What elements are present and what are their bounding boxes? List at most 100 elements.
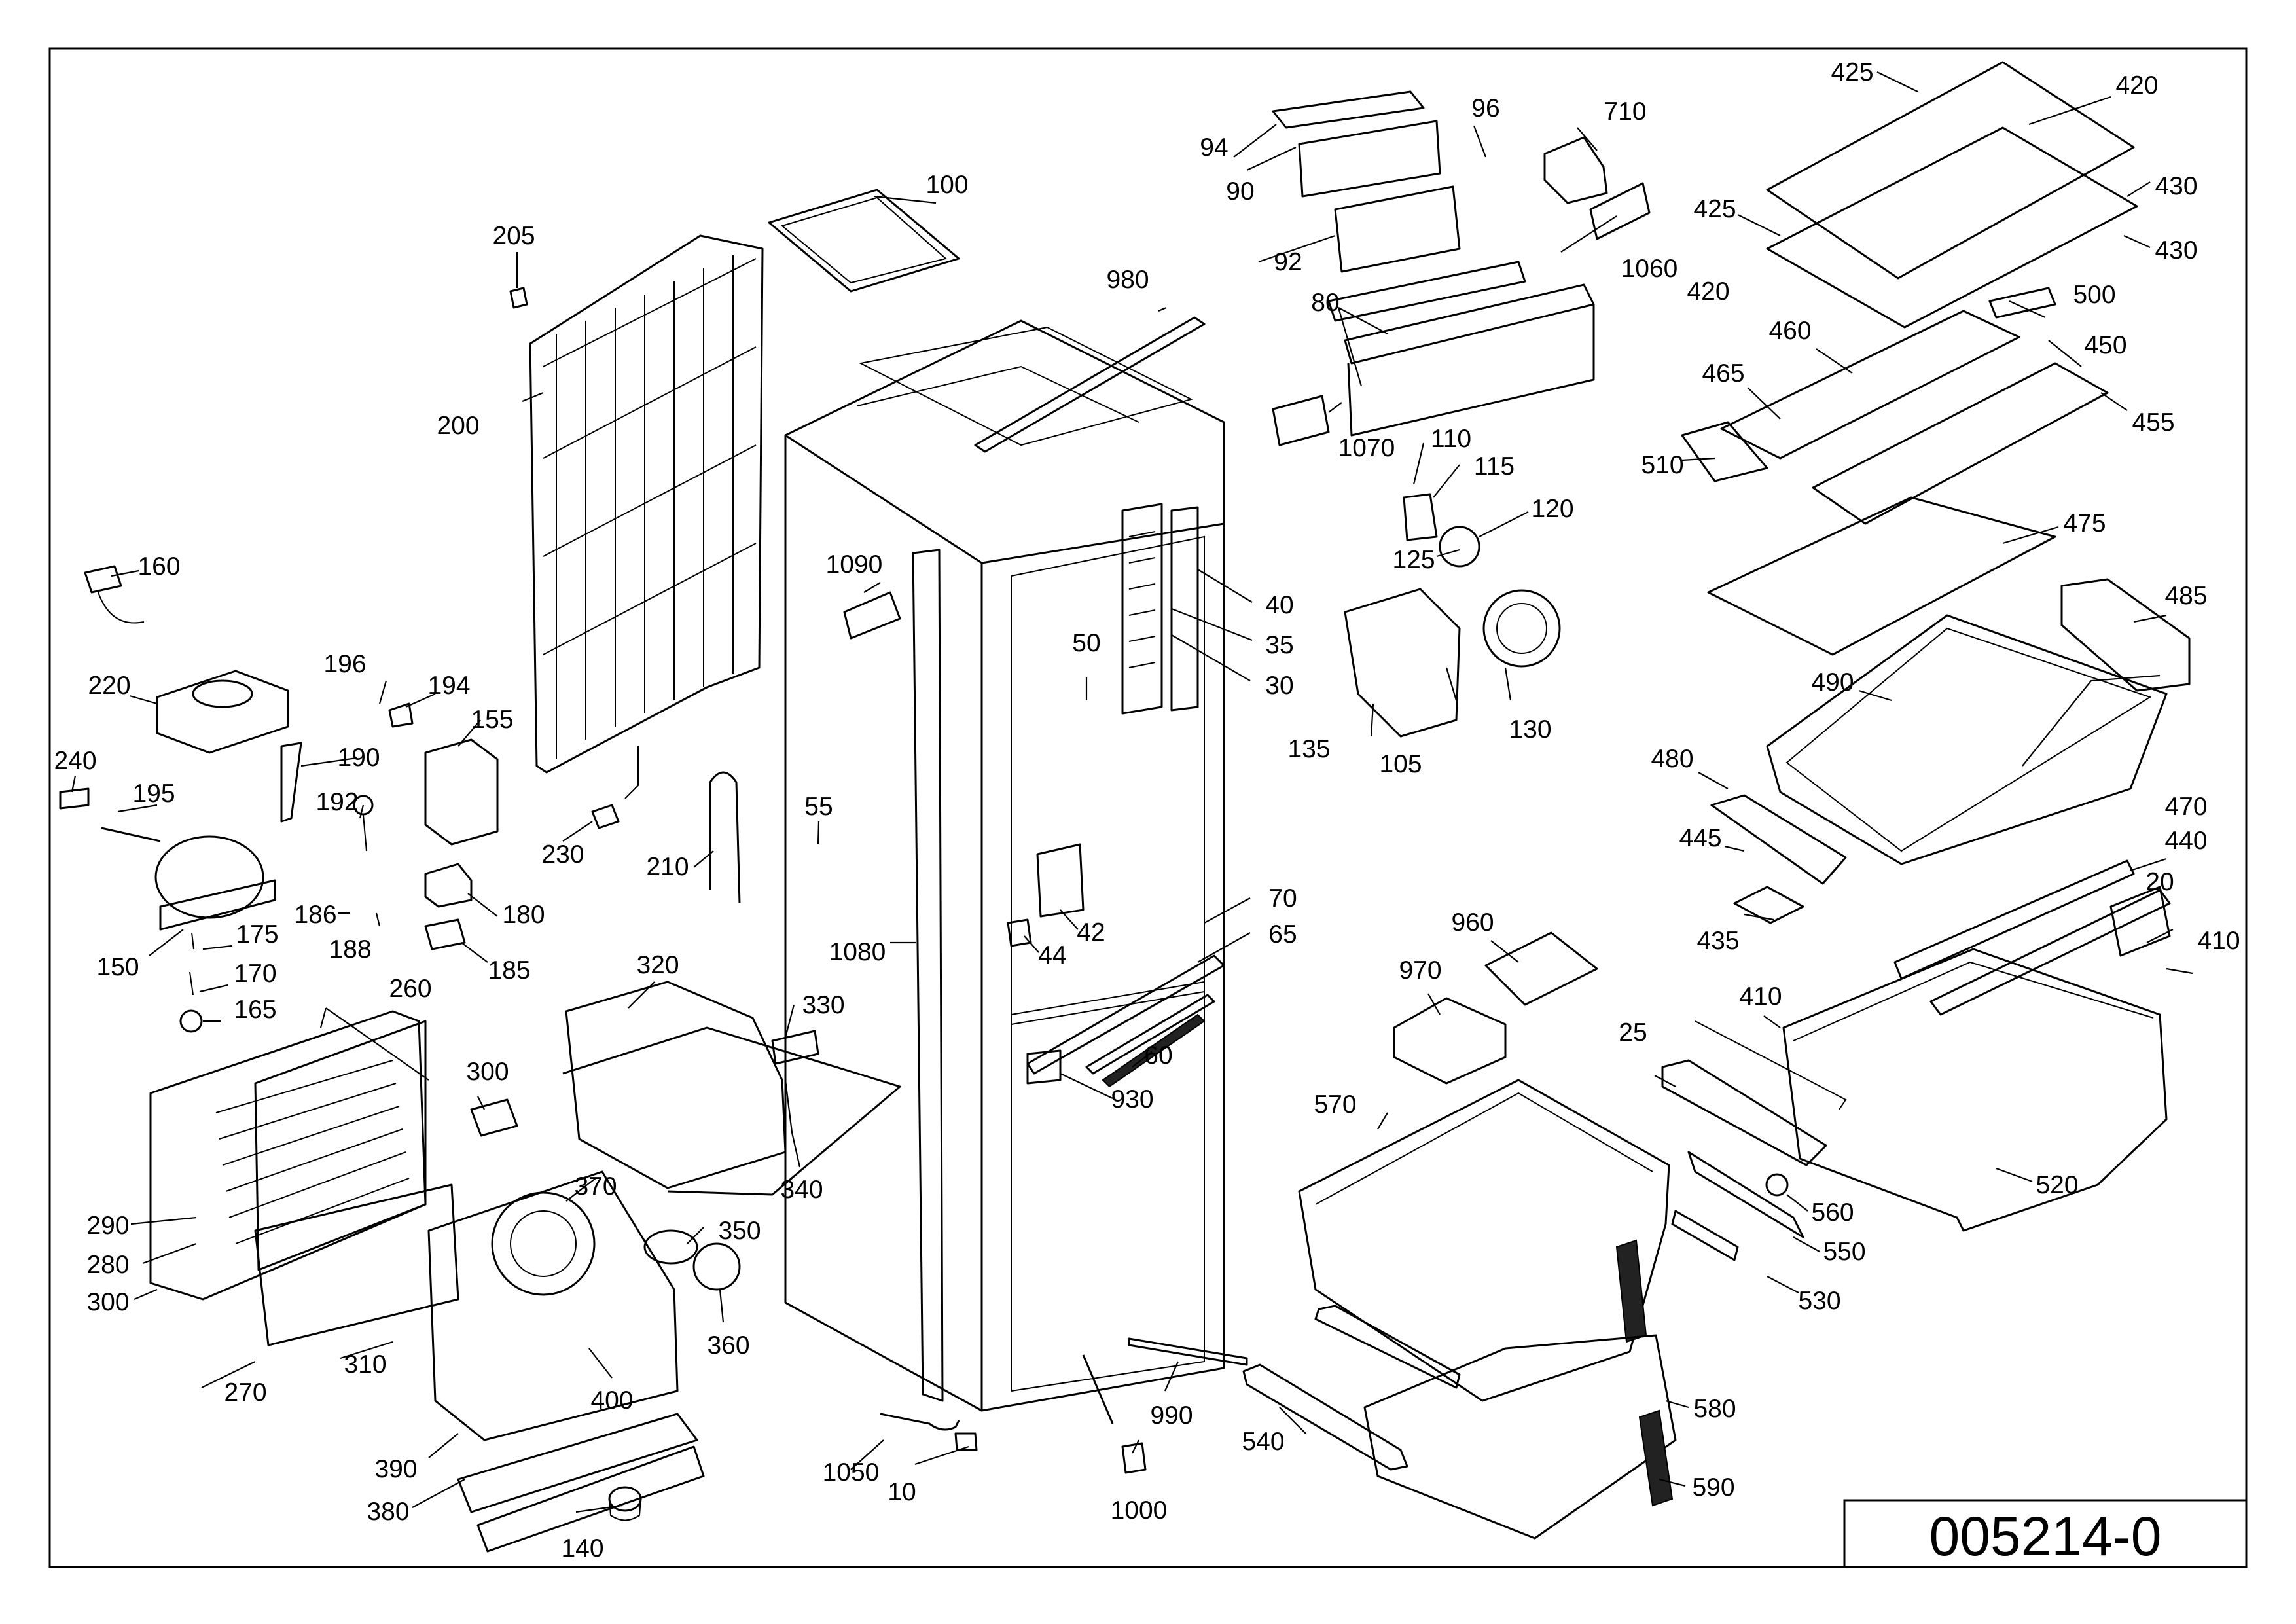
- callout-40: 40: [1265, 591, 1293, 619]
- callout-540: 540: [1242, 1428, 1284, 1456]
- callout-550: 550: [1823, 1238, 1865, 1266]
- callout-10: 10: [888, 1478, 916, 1506]
- callout-260: 260: [389, 975, 431, 1003]
- callout-445: 445: [1679, 824, 1721, 852]
- callout-150: 150: [96, 953, 139, 981]
- callout-92: 92: [1274, 248, 1302, 276]
- callout-30: 30: [1265, 672, 1293, 700]
- callout-1000: 1000: [1111, 1496, 1168, 1525]
- callout-44: 44: [1038, 941, 1066, 969]
- callout-90: 90: [1226, 177, 1254, 206]
- callout-55: 55: [804, 793, 833, 821]
- callout-410b: 410: [1739, 983, 1782, 1011]
- callout-290: 290: [86, 1212, 129, 1240]
- callout-980: 980: [1106, 266, 1149, 294]
- drawing-border: [48, 47, 2248, 1568]
- callout-340: 340: [780, 1176, 823, 1204]
- callout-94: 94: [1200, 134, 1228, 162]
- callout-465: 465: [1702, 359, 1744, 388]
- callout-195: 195: [132, 780, 175, 808]
- evaporator: [149, 1010, 427, 1301]
- callout-192: 192: [315, 788, 358, 816]
- callout-220: 220: [88, 672, 130, 700]
- callout-500: 500: [2073, 281, 2115, 309]
- callout-188: 188: [329, 935, 371, 964]
- drawing-number: 005214-0: [1929, 1506, 2162, 1567]
- callout-20: 20: [2145, 868, 2174, 896]
- callout-310: 310: [344, 1350, 386, 1379]
- callout-135: 135: [1287, 735, 1330, 763]
- callout-140: 140: [561, 1534, 603, 1562]
- callout-390: 390: [374, 1455, 417, 1483]
- callout-380: 380: [367, 1498, 409, 1526]
- callout-185: 185: [488, 956, 530, 984]
- callout-280: 280: [86, 1251, 129, 1279]
- callout-25: 25: [1619, 1019, 1647, 1047]
- parts-artwork: [59, 61, 2191, 1553]
- callout-430a: 430: [2155, 172, 2197, 200]
- callout-186: 186: [294, 901, 336, 929]
- callout-70: 70: [1268, 884, 1297, 912]
- callout-100: 100: [925, 171, 968, 199]
- callout-270: 270: [224, 1379, 266, 1407]
- callout-510: 510: [1641, 451, 1683, 479]
- callout-300: 300: [86, 1288, 129, 1316]
- leader-lines: [71, 71, 2193, 1513]
- callout-80: 80: [1311, 289, 1339, 317]
- callout-190: 190: [337, 744, 380, 772]
- condenser: [529, 234, 764, 774]
- callout-1050: 1050: [823, 1458, 880, 1487]
- duct-assembly: [562, 981, 901, 1196]
- callout-420b: 420: [1687, 278, 1729, 306]
- callout-200: 200: [437, 412, 479, 440]
- callout-165: 165: [234, 996, 276, 1024]
- callout-330: 330: [802, 991, 844, 1019]
- callout-370: 370: [574, 1172, 617, 1200]
- callout-110: 110: [1431, 425, 1471, 453]
- callout-125: 125: [1392, 546, 1435, 574]
- callout-450: 450: [2084, 331, 2126, 359]
- drawing-number-box: [1843, 1499, 2248, 1568]
- callout-194: 194: [427, 672, 470, 700]
- callout-560: 560: [1811, 1199, 1854, 1227]
- callout-160: 160: [137, 552, 180, 581]
- callout-490: 490: [1811, 668, 1854, 696]
- callout-480: 480: [1651, 745, 1693, 773]
- callout-155: 155: [471, 706, 513, 734]
- callout-130: 130: [1509, 715, 1551, 744]
- callout-530: 530: [1798, 1287, 1840, 1315]
- callout-42: 42: [1077, 918, 1105, 947]
- callout-570: 570: [1314, 1091, 1356, 1119]
- callout-labels: 10 20 25 30 35 40 42 44 50 55 60 65 70 8…: [54, 58, 2240, 1562]
- callout-485: 485: [2164, 582, 2207, 610]
- callout-65: 65: [1268, 920, 1297, 948]
- callout-420a: 420: [2115, 71, 2158, 99]
- callout-96: 96: [1471, 94, 1499, 122]
- callout-180: 180: [502, 901, 545, 929]
- callout-50: 50: [1072, 629, 1100, 657]
- callout-440: 440: [2164, 827, 2207, 855]
- callout-455: 455: [2132, 408, 2174, 437]
- cabinet: [784, 319, 1225, 1412]
- callout-410a: 410: [2197, 927, 2240, 955]
- callout-35: 35: [1265, 631, 1293, 659]
- callout-590: 590: [1692, 1473, 1734, 1502]
- callout-205: 205: [492, 222, 535, 250]
- callout-1080: 1080: [829, 938, 886, 966]
- callout-425b: 425: [1693, 195, 1736, 223]
- callout-360: 360: [707, 1331, 749, 1360]
- callout-170: 170: [234, 960, 276, 988]
- callout-475: 475: [2063, 509, 2106, 537]
- callout-350: 350: [718, 1217, 761, 1245]
- callout-120: 120: [1531, 495, 1573, 523]
- callout-60: 60: [1144, 1041, 1172, 1070]
- callout-960: 960: [1451, 909, 1494, 937]
- callout-470: 470: [2164, 793, 2207, 821]
- callout-210: 210: [646, 853, 689, 881]
- callout-580: 580: [1693, 1395, 1736, 1423]
- callout-1090: 1090: [826, 550, 883, 579]
- callout-240: 240: [54, 747, 96, 775]
- callout-430b: 430: [2155, 236, 2197, 264]
- callout-460: 460: [1768, 317, 1811, 345]
